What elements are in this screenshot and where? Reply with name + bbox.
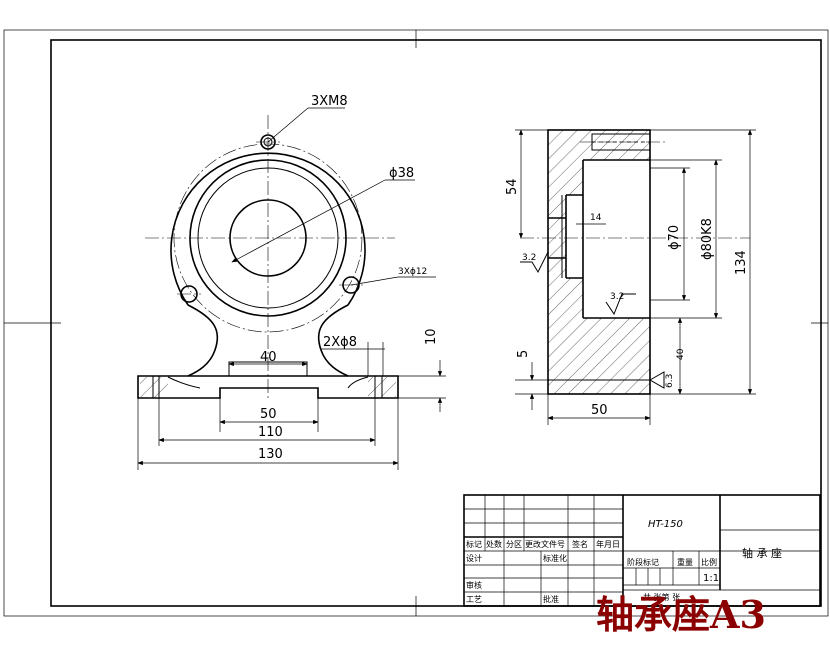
dim-134: 134 — [734, 250, 749, 275]
dim-phi80k8: ϕ80K8 — [700, 218, 715, 260]
side-view: 54 14 ϕ70 ϕ80K8 134 5 40 50 3.2 3.2 6.3 — [505, 129, 756, 425]
row-review: 审核 — [466, 580, 482, 590]
dim-width-110: 110 — [258, 425, 283, 440]
dim-14: 14 — [590, 213, 602, 223]
dim-54: 54 — [505, 178, 520, 195]
material-label: HT-150 — [648, 519, 683, 530]
bore-diameter-label: ϕ38 — [389, 166, 414, 181]
dim-5: 5 — [516, 350, 531, 358]
roughness-symbol: 3.2 — [605, 292, 636, 316]
dim-phi70: ϕ70 — [667, 225, 682, 250]
title-block: HT-150 轴 承 座 1:1 标记 处数 分区 更改文件号 签名 年月日 设… — [463, 494, 821, 607]
sheets-label: 共 张第 张 — [643, 592, 680, 602]
dim-50-side: 50 — [591, 403, 608, 418]
scale-value: 1:1 — [703, 573, 719, 584]
svg-text:3.2: 3.2 — [610, 292, 624, 302]
header-count: 处数 — [486, 539, 502, 549]
row-process: 工艺 — [466, 595, 482, 604]
dim-height-10: 10 — [424, 328, 439, 345]
svg-text:6.3: 6.3 — [665, 374, 675, 388]
header-date: 年月日 — [596, 539, 620, 549]
dim-width-130: 130 — [258, 447, 283, 462]
base-hole-label: 2Xϕ8 — [323, 335, 357, 350]
sheet-inner-border — [50, 39, 822, 607]
thread-label: 3XM8 — [311, 94, 348, 109]
weight-label: 重量 — [677, 557, 693, 567]
header-zone: 分区 — [506, 540, 522, 549]
header-mark: 标记 — [466, 539, 482, 549]
dim-40: 40 — [676, 348, 686, 360]
svg-text:3.2: 3.2 — [522, 253, 536, 263]
sheet-outer-border — [3, 29, 829, 617]
part-name-label: 轴 承 座 — [742, 546, 782, 560]
header-change-doc: 更改文件号 — [525, 539, 565, 549]
watermark-title: 轴承座A3 — [596, 592, 766, 637]
front-view: 3XM8 ϕ38 3Xϕ12 2Xϕ8 40 10 50 110 130 — [137, 94, 446, 470]
hole-label: 3Xϕ12 — [398, 267, 427, 277]
roughness-symbol: 6.3 — [648, 371, 675, 389]
dim-width-50: 50 — [260, 407, 277, 422]
roughness-symbol: 3.2 — [520, 251, 549, 274]
ratio-label: 比例 — [701, 557, 717, 567]
dim-width-40: 40 — [260, 350, 277, 365]
row-standard: 标准化 — [543, 553, 567, 563]
row-approve: 批准 — [543, 594, 559, 604]
stage-mark-label: 阶段标记 — [627, 557, 659, 567]
header-signature: 签名 — [572, 539, 588, 549]
row-design: 设计 — [466, 553, 482, 563]
